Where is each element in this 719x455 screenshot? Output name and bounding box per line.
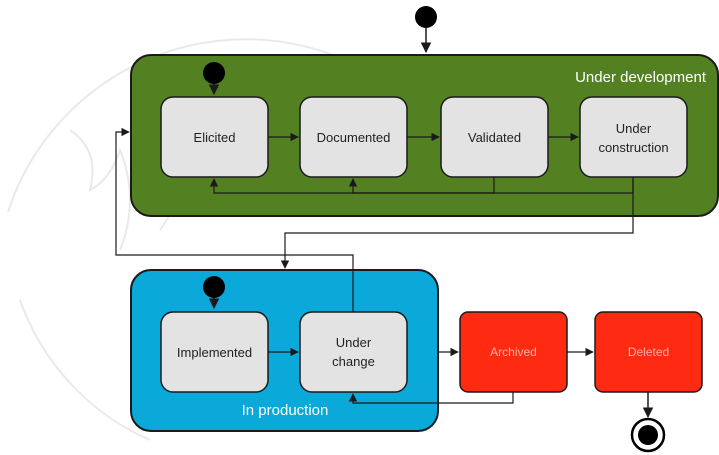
state-deleted: Deleted — [594, 311, 703, 393]
initial-node-top — [415, 6, 437, 54]
state-archived: Archived — [459, 311, 568, 393]
state-elicited: Elicited — [160, 96, 269, 178]
initial-node-production — [203, 276, 225, 310]
transition-change-to-development — [115, 127, 354, 312]
initial-node-development — [203, 62, 225, 96]
state-under-change-line1: Under — [336, 335, 372, 350]
composite-in-production-label: In production — [242, 402, 329, 419]
state-implemented: Implemented — [160, 311, 269, 393]
state-implemented-label: Implemented — [177, 345, 252, 360]
state-archived-label: Archived — [490, 345, 537, 359]
state-under-construction-line2: construction — [598, 140, 668, 155]
state-under-change-line2: change — [332, 354, 375, 369]
composite-under-development — [130, 54, 719, 217]
state-under-construction-line1: Under — [616, 121, 652, 136]
state-under-construction: Under construction — [579, 96, 688, 178]
state-validated: Validated — [440, 96, 549, 178]
state-documented: Documented — [299, 96, 408, 178]
transition-construction-to-production — [280, 177, 634, 269]
state-documented-label: Documented — [317, 130, 391, 145]
state-elicited-label: Elicited — [194, 130, 236, 145]
state-deleted-label: Deleted — [628, 345, 669, 359]
state-validated-label: Validated — [468, 130, 521, 145]
state-under-change: Under change — [299, 311, 408, 393]
transitions — [115, 127, 634, 404]
composite-under-development-label: Under development — [575, 69, 707, 86]
transition-archived-change — [348, 392, 514, 404]
final-node — [630, 392, 666, 453]
